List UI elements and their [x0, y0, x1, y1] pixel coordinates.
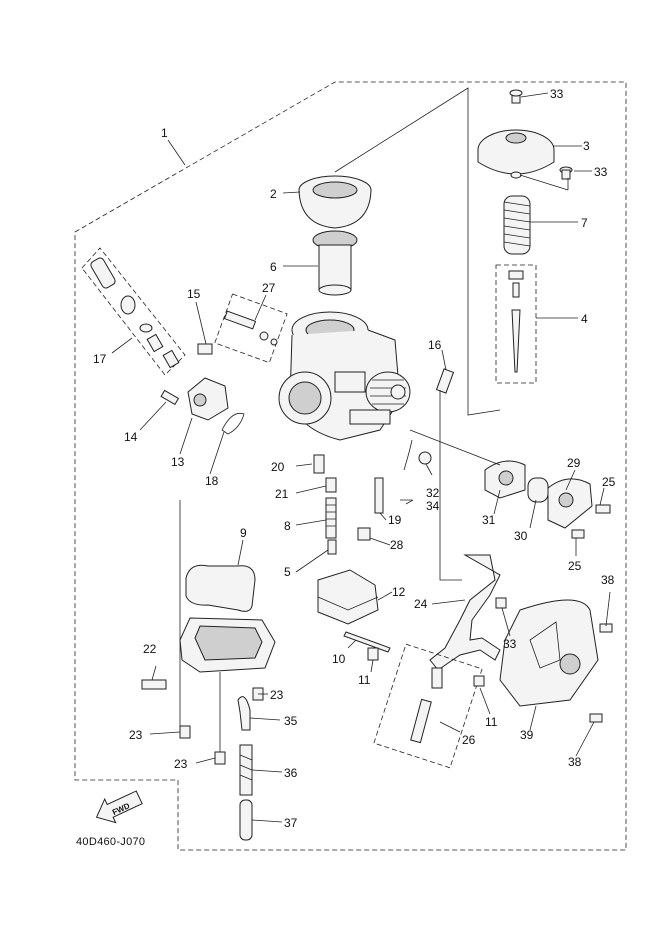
callout-labels: 1 2 3 4 5 6 7 8 9 10 11 11 12 13 14 15 1…: [93, 87, 616, 830]
jet-needle-part: [508, 270, 524, 373]
callout-4: 4: [581, 312, 588, 326]
piston-valve-part: [312, 230, 358, 296]
callout-19: 19: [388, 513, 402, 527]
callout-30: 30: [514, 529, 528, 543]
callout-7: 7: [581, 216, 588, 230]
callout-3: 3: [583, 139, 590, 153]
callout-14: 14: [124, 430, 138, 444]
callout-32: 32: [426, 486, 440, 500]
callout-22: 22: [143, 642, 157, 656]
callout-11-a: 11: [358, 673, 371, 687]
float-pin-part: [343, 631, 391, 653]
top-screw-part: [509, 89, 523, 104]
pilot-spring-parts: [90, 257, 180, 369]
callout-29: 29: [567, 456, 581, 470]
callout-34: 34: [426, 499, 440, 513]
assembly-boundary: [74, 81, 627, 851]
drain-hose-parts: [237, 696, 253, 841]
forward-direction-arrow-icon: [95, 790, 143, 824]
plunger-parts: [418, 368, 455, 465]
callout-37: 37: [284, 816, 298, 830]
callout-33-a: 33: [550, 87, 564, 101]
throttle-cable-bracket-part: [484, 460, 611, 539]
callout-25-b: 25: [568, 559, 582, 573]
gasket-part: [185, 564, 256, 612]
float-chamber-part: [179, 617, 276, 673]
callout-28: 28: [390, 538, 404, 552]
callout-26: 26: [462, 733, 476, 747]
diaphragm-part: [298, 175, 372, 229]
spring-part: [503, 195, 531, 255]
small-screw-parts-left: [160, 343, 213, 406]
callout-15: 15: [187, 287, 201, 301]
callout-12: 12: [392, 585, 406, 599]
carburetor-body-part: [278, 311, 411, 441]
float-part: [317, 569, 379, 625]
callout-33-c: 33: [503, 637, 517, 651]
jet-parts: [313, 454, 384, 555]
leader-lines: [111, 87, 611, 823]
callout-10: 10: [332, 652, 346, 666]
pilot-parts-group-box: [81, 247, 186, 376]
callout-2: 2: [270, 187, 277, 201]
callout-6: 6: [270, 260, 277, 274]
callout-8: 8: [284, 519, 291, 533]
callout-18: 18: [205, 474, 219, 488]
callout-35: 35: [284, 714, 298, 728]
callout-9: 9: [240, 526, 247, 540]
bracket-part: [429, 554, 501, 671]
callout-31: 31: [482, 513, 496, 527]
callout-5: 5: [284, 565, 291, 579]
o-ring-part: [221, 412, 245, 435]
callout-23-c: 23: [174, 757, 188, 771]
callout-21: 21: [275, 487, 289, 501]
callout-13: 13: [171, 455, 185, 469]
callout-20: 20: [271, 460, 285, 474]
callout-23-b: 23: [129, 728, 143, 742]
figure-code: 40D460-J070: [76, 836, 145, 848]
callout-17: 17: [93, 352, 107, 366]
side-screw-part: [559, 166, 573, 180]
callout-39: 39: [520, 728, 534, 742]
callout-16: 16: [428, 338, 442, 352]
callout-23-a: 23: [270, 688, 284, 702]
callout-11-b: 11: [485, 715, 498, 729]
callout-38-b: 38: [568, 755, 582, 769]
adjust-screw-part: [410, 667, 443, 744]
screw-group-box: [373, 643, 483, 769]
throttle-stop-group-box: [214, 293, 288, 364]
side-cover-part: [499, 599, 599, 707]
callout-38-a: 38: [601, 573, 615, 587]
needle-group-box: [495, 264, 537, 384]
callout-25-a: 25: [602, 475, 616, 489]
callout-1: 1: [161, 126, 168, 140]
coasting-enricher-part: [187, 377, 229, 421]
callout-36: 36: [284, 766, 298, 780]
throttle-stop-screw-part: [223, 310, 278, 346]
carburetor-top-cover-part: [477, 129, 555, 179]
callout-24: 24: [414, 597, 428, 611]
callout-27: 27: [262, 281, 276, 295]
callout-33-b: 33: [594, 165, 608, 179]
